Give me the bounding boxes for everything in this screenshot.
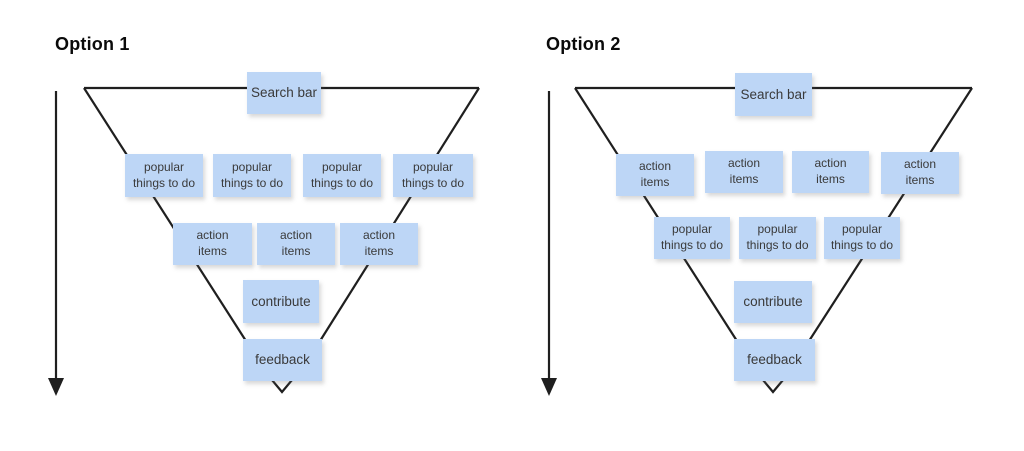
option2-title: Option 2 <box>546 34 621 54</box>
option2-node-action-4: action items <box>881 152 959 194</box>
option1-funnel-tip-chevron <box>271 379 293 394</box>
option1-funnel-right-line <box>319 87 480 342</box>
option1-node-contribute: contribute <box>243 280 319 323</box>
option2-node-action-2: action items <box>705 151 783 193</box>
option2-node-popular-2: popular things to do <box>739 217 816 259</box>
option1-title: Option 1 <box>55 34 130 54</box>
option2-node-feedback: feedback <box>734 339 815 381</box>
option1-flow-arrow <box>48 91 64 396</box>
option1-node-action-1: action items <box>173 223 252 265</box>
option2-node-action-3: action items <box>792 151 869 193</box>
option1-node-popular-2: popular things to do <box>213 154 291 197</box>
option2-flow-arrow <box>541 91 557 396</box>
option1-node-search-bar: Search bar <box>247 72 321 114</box>
option1-node-popular-4: popular things to do <box>393 154 473 197</box>
option2-node-popular-3: popular things to do <box>824 217 900 259</box>
option2-node-contribute: contribute <box>734 281 812 323</box>
option1-node-action-2: action items <box>257 223 335 265</box>
option1-node-popular-1: popular things to do <box>125 154 203 197</box>
option2-node-search-bar: Search bar <box>735 73 812 116</box>
option1-node-feedback: feedback <box>243 339 322 381</box>
option2-node-popular-1: popular things to do <box>654 217 730 259</box>
option1-arrowhead-icon <box>48 378 64 396</box>
option2-funnel-tip-chevron <box>762 379 784 394</box>
option2-funnel-right-line <box>808 87 973 342</box>
option2-arrowhead-icon <box>541 378 557 396</box>
option1-node-popular-3: popular things to do <box>303 154 381 197</box>
option1-node-action-3: action items <box>340 223 418 265</box>
option2-funnel-left-line <box>574 87 738 342</box>
option2-node-action-1: action items <box>616 154 694 196</box>
option1-funnel-left-line <box>83 87 247 342</box>
